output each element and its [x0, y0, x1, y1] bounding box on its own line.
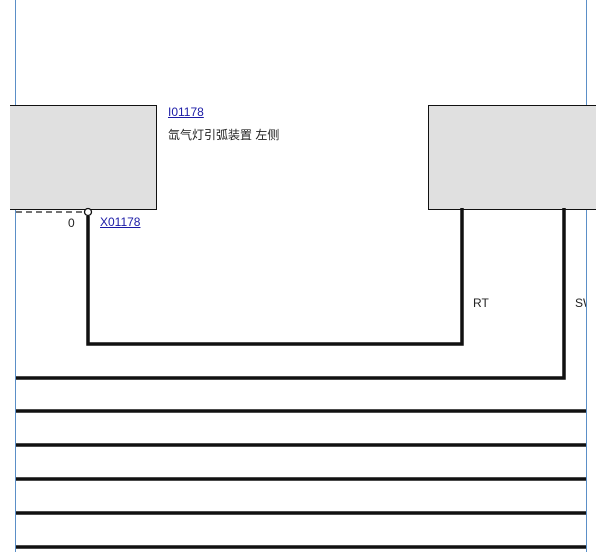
component-id-link[interactable]: I01178: [168, 105, 204, 119]
wire-rt-label: RT: [473, 296, 489, 310]
wire-rt[interactable]: [86, 208, 464, 346]
component-description: 氙气灯引弧装置 左侧: [168, 128, 280, 142]
connector-id-link[interactable]: X01178: [100, 215, 141, 229]
frame-border-left: [15, 0, 16, 552]
wire-sw-label: SW: [575, 296, 586, 310]
wire-sw[interactable]: [16, 208, 566, 380]
component-box-right: [428, 105, 596, 210]
component-box-left: [10, 105, 157, 210]
connector-pin-label: 0: [68, 216, 75, 230]
connector-pin-circle[interactable]: [83, 207, 93, 217]
frame-border-right: [586, 0, 587, 552]
